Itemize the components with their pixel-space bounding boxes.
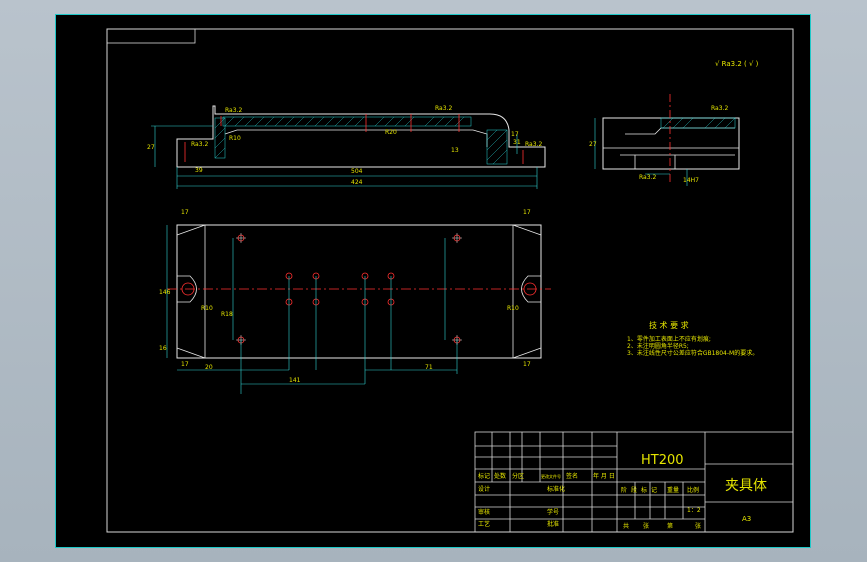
sheet-num-2: 张 <box>695 522 701 530</box>
approve-label: 批准 <box>547 520 559 528</box>
front-view <box>151 105 546 189</box>
dim-text: Ra3.2 <box>225 107 242 114</box>
scale-value: 1：2 <box>687 507 701 514</box>
dim-text: 17 <box>181 209 189 216</box>
rev-mark: 标记 <box>478 472 490 480</box>
title-block: HT200 夹具体 A3 标记 处数 分区 更改文件号 签名 年 月 日 设计 … <box>474 431 794 533</box>
dim-text: Ra3.2 <box>711 105 728 112</box>
dim-text: 17 <box>181 361 189 368</box>
outer-border <box>55 14 811 548</box>
sheet-num-1: 第 <box>667 522 673 530</box>
rev-count: 处数 <box>494 472 506 480</box>
dim-text: R20 <box>385 129 397 136</box>
dim-text: 146 <box>159 289 171 296</box>
dim-text: 141 <box>289 377 301 384</box>
front-centerlines <box>184 114 524 164</box>
side-inner <box>603 127 739 169</box>
sheet-size: A3 <box>742 515 751 523</box>
rev-file: 更改文件号 <box>541 473 561 479</box>
rev-sign: 签名 <box>566 472 578 480</box>
side-hatch-lines <box>662 117 736 129</box>
dim-text: 20 <box>205 364 213 371</box>
hatch-lines <box>214 116 508 165</box>
top-inner-lines <box>176 224 542 359</box>
dim-text: R10 <box>201 305 213 312</box>
scale-label: 比例 <box>687 486 699 494</box>
sheet-total-2: 张 <box>643 522 649 530</box>
dim-text: R10 <box>229 135 241 142</box>
material-text: HT200 <box>641 453 684 468</box>
tech-req-item: 2、未注明圆角半径R5; <box>627 342 689 350</box>
dim-text: 31 <box>513 139 521 146</box>
dim-text: 16 <box>159 345 167 352</box>
dim-text: Ra3.2 <box>191 141 208 148</box>
top-outline <box>176 224 542 359</box>
slot-left <box>181 282 195 296</box>
dim-text: 17 <box>523 209 531 216</box>
top-dimension-lines <box>166 225 458 394</box>
stage-3: 标 <box>641 486 647 494</box>
dim-text: 504 <box>351 168 363 175</box>
part-name: 夹具体 <box>725 478 767 494</box>
dim-text: 13 <box>451 147 459 154</box>
side-dimension-lines <box>594 118 688 186</box>
stage-2: 段 <box>631 486 637 494</box>
front-dimension-lines <box>151 125 538 189</box>
dim-text: 424 <box>351 179 363 186</box>
engineering-drawing: √ Ra3.2 ( √ ) <box>55 14 811 548</box>
code-box <box>106 28 196 44</box>
design-label: 设计 <box>478 485 490 493</box>
student-id-label: 学号 <box>547 508 559 516</box>
sheet-total-1: 共 <box>623 522 629 530</box>
dim-text: R10 <box>507 305 519 312</box>
review-label: 审核 <box>478 508 490 516</box>
front-outline <box>176 105 546 168</box>
hatch-left <box>214 117 226 159</box>
dim-text: 17 <box>511 131 519 138</box>
tech-req-item: 3、未注线性尺寸公差应符合GB1804-M的要求。 <box>627 349 758 357</box>
weight-label: 重量 <box>667 486 679 494</box>
dim-text: Ra3.2 <box>435 105 452 112</box>
cad-viewport[interactable]: √ Ra3.2 ( √ ) <box>55 14 811 548</box>
tech-req-heading: 技 术 要 求 <box>649 320 689 330</box>
side-outline <box>602 117 740 170</box>
standard-label: 标准化 <box>547 485 565 493</box>
hatch-top <box>222 116 472 127</box>
dim-text: 27 <box>589 141 597 148</box>
dim-text: R18 <box>221 311 233 318</box>
dim-text: 39 <box>195 167 203 174</box>
dim-text: 71 <box>425 364 433 371</box>
rev-zone: 分区 <box>512 472 524 480</box>
slot-right <box>523 282 537 296</box>
roughness-note: √ Ra3.2 ( √ ) <box>715 60 759 68</box>
rev-date: 年 月 日 <box>593 472 615 480</box>
dim-text: 14H7 <box>683 177 699 184</box>
stage-4: 记 <box>651 487 657 494</box>
tech-req-item: 1、零件加工表面上不应有划痕; <box>627 335 711 343</box>
dim-text: 17 <box>523 361 531 368</box>
top-view <box>166 224 551 394</box>
dimension-labels: Ra3.2 Ra3.2 Ra3.2 Ra3.2 27 39 R20 13 R10… <box>147 105 728 384</box>
dim-text: Ra3.2 <box>639 174 656 181</box>
dim-text: Ra3.2 <box>525 141 542 148</box>
side-view <box>594 94 740 186</box>
front-inner <box>224 129 488 147</box>
drawing-frame <box>106 28 794 533</box>
side-hatch <box>660 117 736 129</box>
technical-requirements: 技 术 要 求 1、零件加工表面上不应有划痕; 2、未注明圆角半径R5; 3、未… <box>627 320 758 357</box>
process-label: 工艺 <box>478 520 490 528</box>
stage-1: 阶 <box>621 486 627 494</box>
dim-text: 27 <box>147 144 155 151</box>
